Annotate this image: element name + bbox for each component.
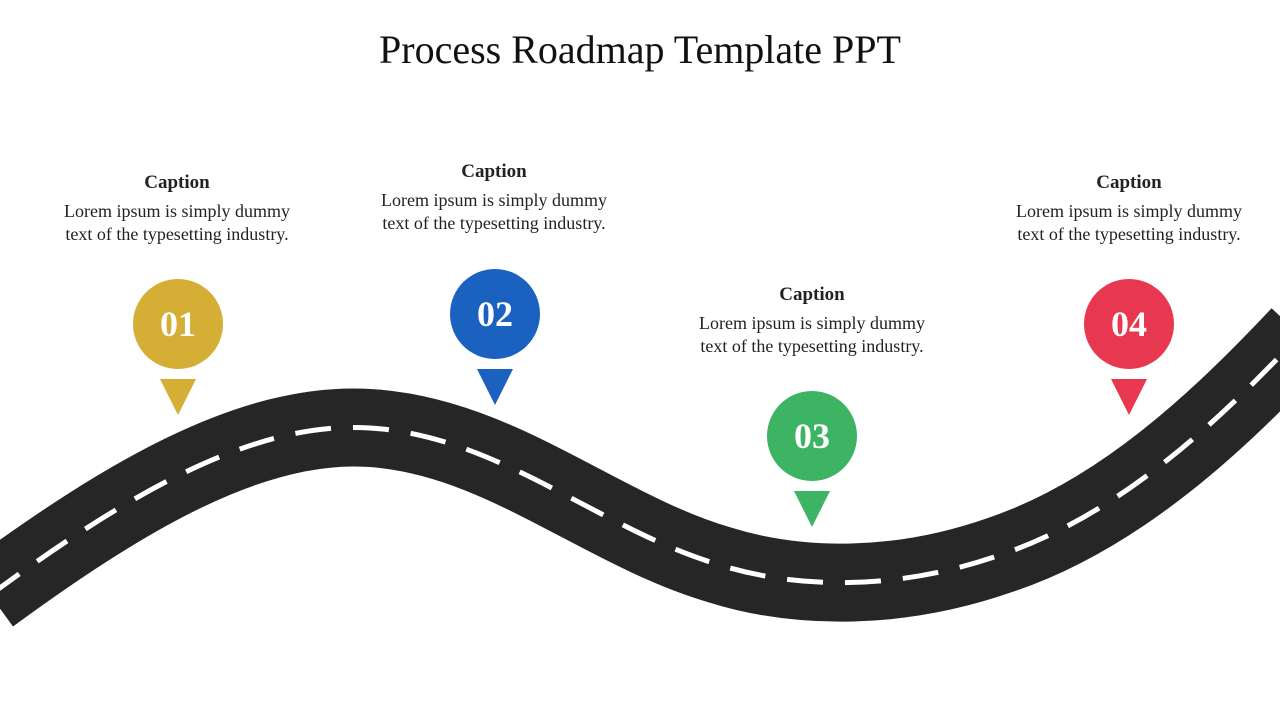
page-title: Process Roadmap Template PPT [379,27,901,72]
step-1-description: Lorem ipsum is simply dummy text of the … [47,200,307,246]
step-3-marker: 03 [767,391,857,531]
step-1-description-line1: Lorem ipsum is simply dummy [63,201,290,221]
step-4-pointer-icon [1111,379,1147,415]
step-4-caption: Caption [1096,172,1162,193]
step-4-description-line1: Lorem ipsum is simply dummy [1015,201,1242,221]
step-4-marker: 04 [1084,279,1174,419]
step-2-pointer-icon [477,369,513,405]
step-1-caption: Caption [144,172,210,193]
step-3-caption: Caption [779,284,845,305]
step-4-description: Lorem ipsum is simply dummy text of the … [999,200,1259,246]
step-1-pointer-icon [160,379,196,415]
step-3-description-line2: text of the typesetting industry. [700,336,924,356]
step-3-pointer-icon [794,491,830,527]
step-4-description-line2: text of the typesetting industry. [1017,224,1241,244]
step-2-description-line2: text of the typesetting industry. [382,213,606,233]
step-3-description: Lorem ipsum is simply dummy text of the … [682,312,942,358]
step-1-number-circle: 01 [133,279,223,369]
step-3-text: Caption Lorem ipsum is simply dummy text… [682,284,942,358]
step-2-number-circle: 02 [450,269,540,359]
step-1-text: Caption Lorem ipsum is simply dummy text… [47,172,307,246]
step-1-description-line2: text of the typesetting industry. [65,224,289,244]
step-2-marker: 02 [450,269,540,409]
road-surface [0,308,1280,627]
step-3-number-circle: 03 [767,391,857,481]
step-3-description-line1: Lorem ipsum is simply dummy [698,313,925,333]
step-1-marker: 01 [133,279,223,419]
step-2-caption: Caption [461,161,527,182]
step-2-description: Lorem ipsum is simply dummy text of the … [364,189,624,235]
step-2-description-line1: Lorem ipsum is simply dummy [380,190,607,210]
step-4-text: Caption Lorem ipsum is simply dummy text… [999,172,1259,246]
step-4-number-circle: 04 [1084,279,1174,369]
step-2-text: Caption Lorem ipsum is simply dummy text… [364,161,624,235]
